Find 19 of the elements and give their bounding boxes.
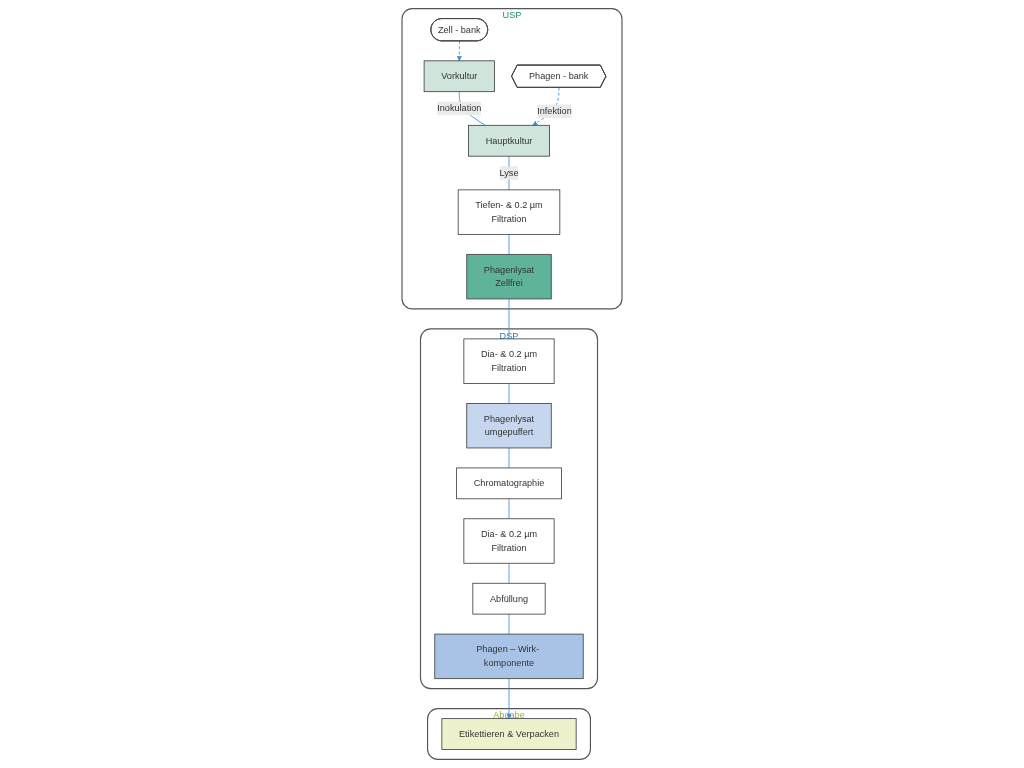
node-box: Etikettieren & Verpacken (441, 718, 577, 750)
connector (508, 447, 510, 469)
node-box: Chromatographie (456, 467, 562, 500)
node-box: Phagenlysat umgepuffert (466, 403, 552, 449)
node-box: Phagen – Wirk- komponente (434, 633, 584, 680)
node-box: Tiefen- & 0.2 µm Filtration (457, 189, 561, 235)
node-box: Hauptkultur (468, 124, 550, 157)
node-box: Vorkultur (423, 60, 495, 93)
edge-label: Infektion (537, 106, 572, 116)
connector (508, 233, 510, 255)
node-box: Dia- & 0.2 µm Filtration (463, 338, 555, 384)
node-box: Dia- & 0.2 µm Filtration (463, 518, 555, 564)
edge-label: Lyse (499, 167, 519, 178)
edge-label: Inokulation (437, 103, 482, 114)
node-box: Abfüllung (472, 582, 546, 615)
connector (508, 498, 510, 520)
connector (508, 298, 510, 340)
connector (508, 613, 510, 635)
node-box: Phagenlysat Zellfrei (466, 253, 552, 300)
